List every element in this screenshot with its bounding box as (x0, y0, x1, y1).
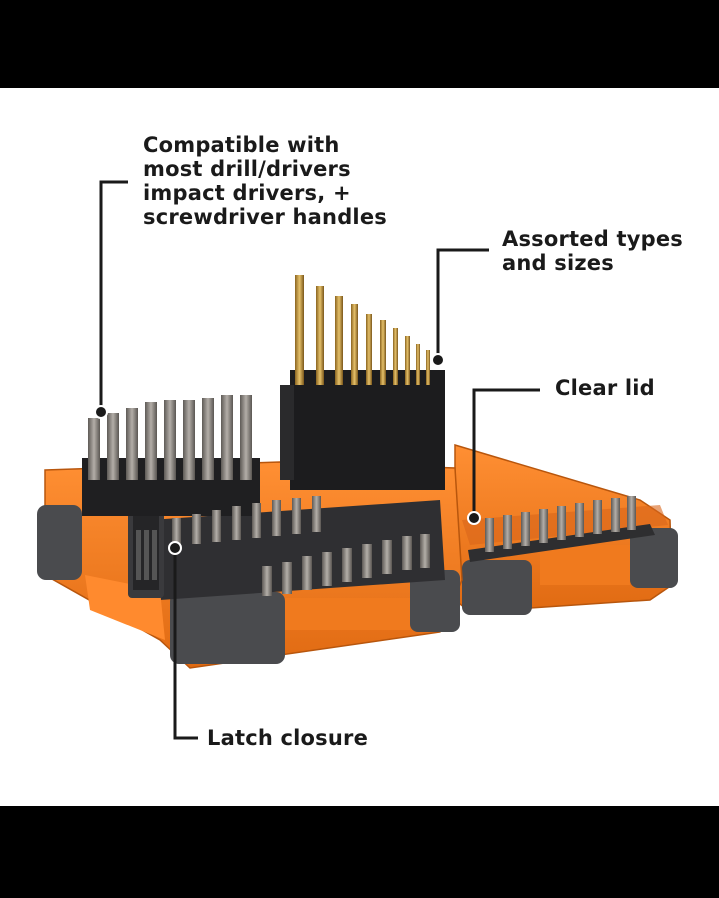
callout-line: Assorted types (502, 227, 683, 251)
callout-line: and sizes (502, 251, 614, 275)
callout-dots (94, 353, 481, 555)
callout-assorted: Assorted types and sizes (502, 227, 683, 275)
callout-line: most drill/drivers (143, 157, 351, 181)
callout-line: Compatible with (143, 133, 340, 157)
driver-bit-holder (82, 395, 260, 516)
callout-line: Clear lid (555, 376, 655, 400)
callout-leaders (99, 180, 540, 740)
callout-compatible: Compatible with most drill/drivers impac… (143, 133, 387, 229)
callout-line: screwdriver handles (143, 205, 387, 229)
callout-clear-lid: Clear lid (555, 376, 655, 400)
drill-bit-holder (280, 275, 445, 490)
callout-line: Latch closure (207, 726, 369, 750)
latch (128, 508, 164, 598)
small-bits-row (172, 496, 430, 596)
callout-line: impact drivers, + (143, 181, 351, 205)
callout-latch: Latch closure (207, 726, 368, 750)
right-case-bits (485, 496, 636, 552)
left-case (37, 461, 463, 669)
